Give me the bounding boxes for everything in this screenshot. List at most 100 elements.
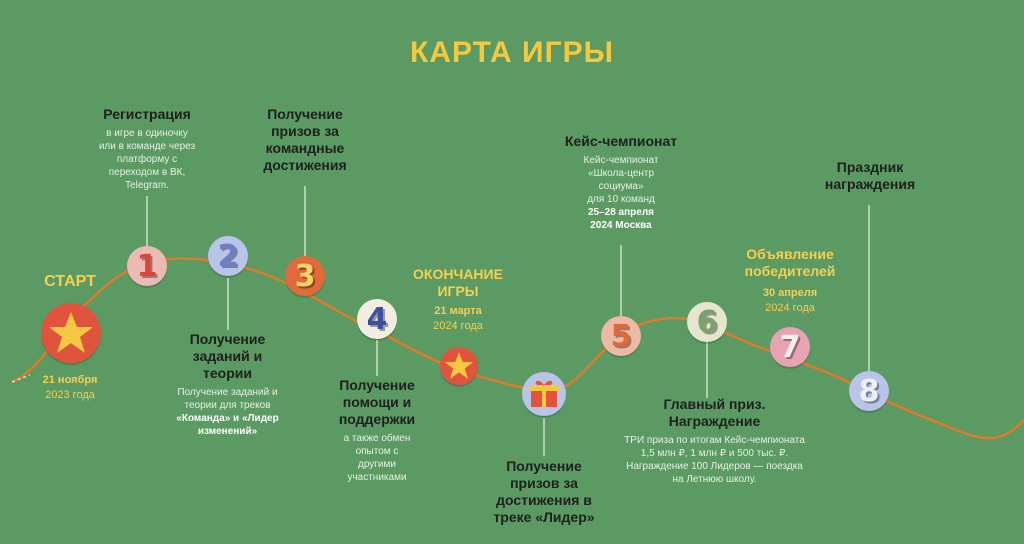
title-line: ОКОНЧАНИЕ	[413, 266, 503, 282]
title-line: Получение	[506, 458, 582, 474]
stage-2-desc: Получение заданий и теории для треков «К…	[160, 386, 295, 438]
desc-line: платформу с	[116, 154, 178, 165]
stage-8-title: Праздник награждения	[806, 159, 934, 193]
desc-line: опытом с	[355, 446, 399, 457]
stage-3-number: 3	[294, 258, 316, 294]
desc-line: Получение заданий и	[177, 387, 278, 398]
desc-line: или в команде через	[98, 141, 196, 152]
title-line: Получение	[339, 377, 415, 393]
stage-6-label: Главный приз. Награждение ТРИ приза по и…	[612, 396, 817, 486]
leader-prize-label: Получение призов за достижения в треке «…	[474, 458, 614, 526]
title-line: Объявление	[746, 246, 834, 262]
leader-prize-title: Получение призов за достижения в треке «…	[474, 458, 614, 526]
desc-line: ТРИ приза по итогам Кейс-чемпионата	[624, 435, 805, 446]
desc-line: для 10 команд	[587, 194, 655, 205]
start-label: СТАРТ	[30, 273, 110, 290]
title-line: теории	[203, 365, 252, 381]
stage-8-node[interactable]: 8	[849, 371, 889, 411]
desc-line: в игре в одиночку	[106, 128, 188, 139]
desc-bold-line: «Команда» и «Лидер	[176, 413, 279, 424]
stage-3-label: Получение призов за командные достижения	[245, 106, 365, 174]
desc-line: социума»	[598, 181, 644, 192]
desc-line: участниками	[347, 472, 407, 483]
stage-1-desc: в игре в одиночку или в команде через пл…	[77, 127, 217, 192]
connector-lines	[146, 186, 870, 456]
title-line: награждения	[824, 176, 916, 192]
desc-bold-line: 25–28 апреля	[587, 207, 655, 218]
desc-line: 1,5 млн ₽, 1 млн ₽ и 500 тыс. ₽.	[640, 448, 789, 459]
stage-4-title: Получение помощи и поддержки	[318, 377, 436, 428]
stage-5-title: Кейс-чемпионат	[564, 133, 678, 149]
title-line: достижения	[263, 157, 347, 173]
title-line: призов за	[510, 475, 578, 491]
leader-prize-node[interactable]	[522, 372, 566, 416]
stage-7-label: Объявление победителей 30 апреля 2024 го…	[710, 246, 870, 316]
title-line: заданий и	[192, 348, 263, 364]
start-node[interactable]	[41, 303, 101, 363]
stage-4-node[interactable]: 4	[357, 299, 397, 339]
stage-1-label: Регистрация в игре в одиночку или в кома…	[77, 106, 217, 192]
end-game-date-line1: 21 марта	[434, 305, 482, 317]
page-title: КАРТА ИГРЫ	[410, 36, 614, 69]
stage-2-title: Получение заданий и теории	[160, 331, 295, 382]
star-icon	[444, 352, 474, 379]
stage-6-title: Главный приз. Награждение	[612, 396, 817, 430]
end-game-label: ОКОНЧАНИЕ ИГРЫ 21 марта 2024 года	[388, 266, 528, 334]
star-icon	[49, 312, 93, 353]
desc-line: Telegram.	[125, 180, 169, 191]
stage-6-node[interactable]: 6	[687, 302, 727, 342]
desc-bold-line: 2024 Москва	[590, 220, 652, 231]
stage-7-date-line2: 2024 года	[765, 302, 815, 314]
end-game-node[interactable]	[440, 347, 478, 385]
gift-icon	[529, 380, 559, 407]
stage-2-node[interactable]: 2	[208, 236, 248, 276]
desc-line: «Школа-центр	[587, 168, 655, 179]
end-game-title: ОКОНЧАНИЕ ИГРЫ	[388, 266, 528, 300]
desc-bold-line: изменений»	[197, 426, 258, 437]
desc-line: на Летнюю школу.	[672, 474, 757, 485]
desc-line: а также обмен	[343, 433, 411, 444]
title-line: ИГРЫ	[437, 283, 479, 299]
title-line: помощи и	[342, 394, 412, 410]
stage-1-node[interactable]: 1	[127, 246, 167, 286]
start-date-line2: 2023 года	[45, 389, 95, 401]
stage-4-desc: а также обмен опытом с другими участника…	[318, 432, 436, 484]
stage-5-desc: Кейс-чемпионат «Школа-центр социума» для…	[545, 154, 697, 232]
stage-6-desc: ТРИ приза по итогам Кейс-чемпионата 1,5 …	[612, 434, 817, 486]
desc-line: Кейс-чемпионат	[583, 155, 659, 166]
start-date: 21 ноября 2023 года	[30, 373, 110, 403]
title-line: победителей	[744, 263, 836, 279]
stage-2-label: Получение заданий и теории Получение зад…	[160, 331, 295, 438]
start-date-line1: 21 ноября	[42, 374, 98, 386]
stage-1-number: 1	[136, 248, 158, 284]
desc-line: переходом в ВК,	[108, 167, 186, 178]
stage-6-number: 6	[696, 304, 718, 340]
title-line: Получение	[189, 331, 266, 347]
title-line: Награждение	[668, 413, 761, 429]
stage-5-node[interactable]: 5	[601, 316, 641, 356]
stage-8-label: Праздник награждения	[806, 159, 934, 193]
stage-7-date-line1: 30 апреля	[762, 287, 818, 299]
stage-4-number: 4	[366, 301, 388, 337]
stage-5-number: 5	[610, 318, 632, 354]
stage-1-title: Регистрация	[103, 106, 191, 122]
title-line: поддержки	[338, 411, 416, 427]
stage-7-node[interactable]: 7	[770, 327, 810, 367]
title-line: Главный приз.	[663, 396, 766, 412]
title-line: Получение	[267, 106, 343, 122]
title-line: Праздник	[836, 159, 904, 175]
title-line: командные	[265, 140, 345, 156]
stage-7-number: 7	[779, 329, 801, 365]
stage-7-title: Объявление победителей	[710, 246, 870, 280]
stage-3-node[interactable]: 3	[285, 256, 325, 296]
desc-line: другими	[358, 459, 396, 470]
end-game-date-line2: 2024 года	[433, 320, 483, 332]
stage-4-label: Получение помощи и поддержки а также обм…	[318, 377, 436, 484]
desc-line: теории для треков	[184, 400, 271, 411]
stage-2-number: 2	[217, 238, 239, 274]
title-line: достижения в	[496, 492, 592, 508]
stage-3-title: Получение призов за командные достижения	[245, 106, 365, 174]
stage-5-label: Кейс-чемпионат Кейс-чемпионат «Школа-цен…	[545, 133, 697, 232]
title-line: треке «Лидер»	[493, 509, 595, 525]
